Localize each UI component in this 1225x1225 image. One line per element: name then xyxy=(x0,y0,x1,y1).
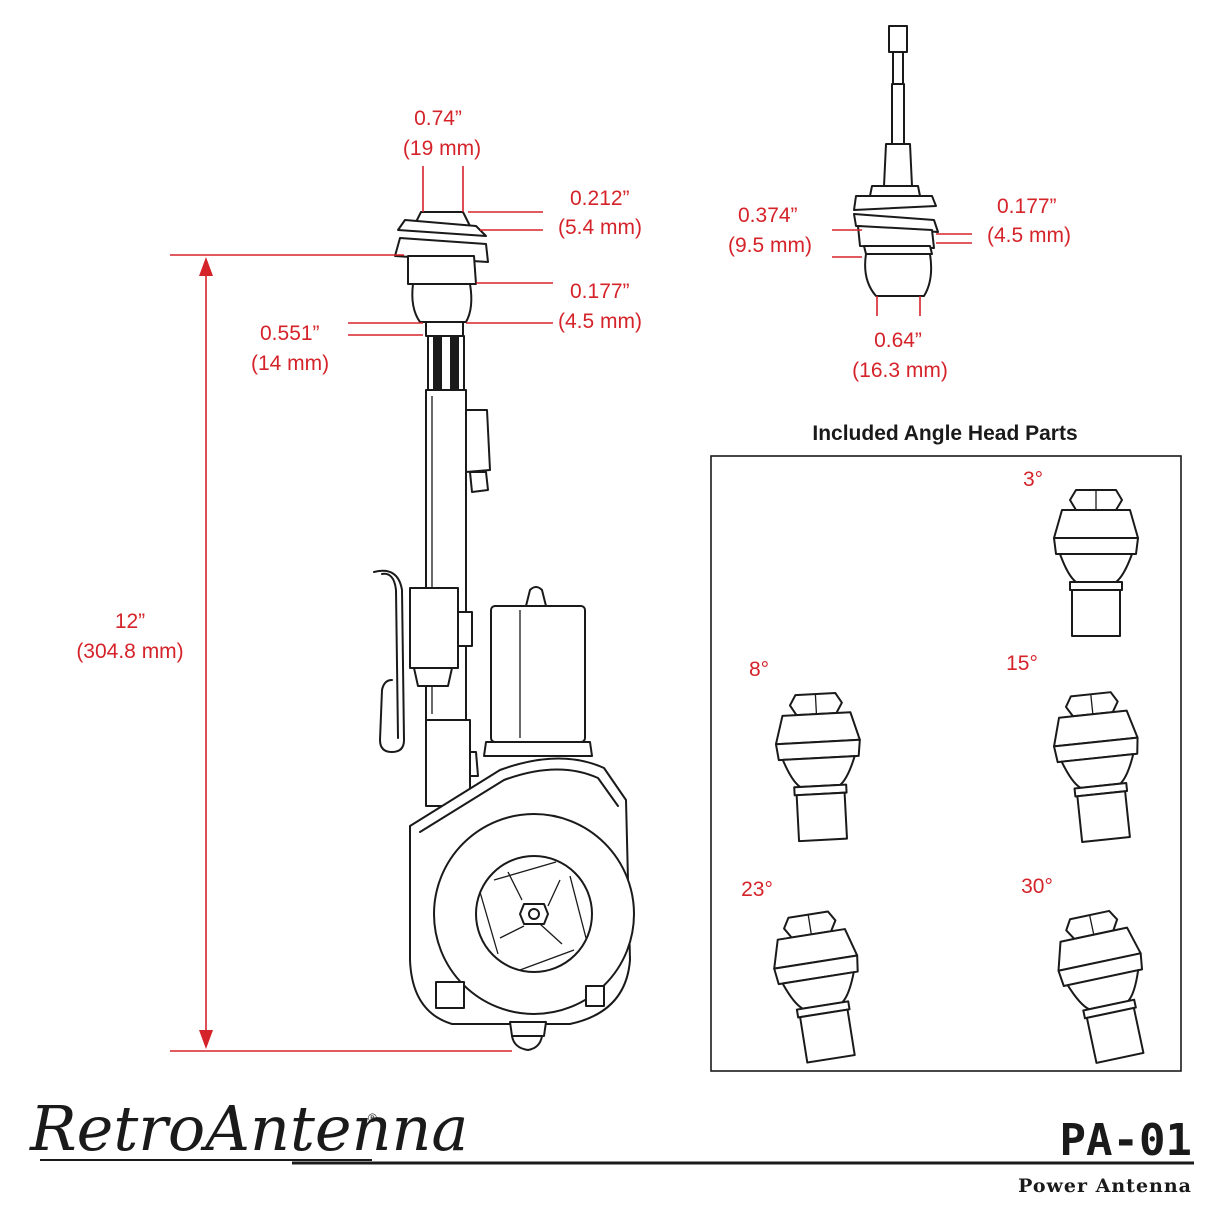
collar-height-inch: 0.177” xyxy=(570,280,630,303)
registered-mark: ® xyxy=(368,1111,377,1125)
head-left-inch: 0.374” xyxy=(738,204,798,227)
angle-label-30: 30° xyxy=(1021,875,1053,898)
total-length-inch: 12” xyxy=(115,610,145,633)
head-bottom-inch: 0.64” xyxy=(874,329,922,352)
head-left-mm: (9.5 mm) xyxy=(728,234,812,257)
top-width-inch: 0.74” xyxy=(414,107,462,130)
angle-head-part-15: 15° xyxy=(1006,652,1149,845)
brand-logo: RetroAntenna ® xyxy=(29,1092,468,1165)
head-right-mm: (4.5 mm) xyxy=(987,224,1071,247)
angle-head-part-3: 3° xyxy=(1023,468,1139,637)
total-length-mm: (304.8 mm) xyxy=(76,640,183,663)
model-number: PA-01 xyxy=(1060,1115,1192,1166)
angle-label-23: 23° xyxy=(741,878,773,901)
nut-height-inch: 0.212” xyxy=(570,187,630,210)
head-dimension-lines xyxy=(832,229,972,316)
base-width-inch: 0.551” xyxy=(260,322,320,345)
head-right-inch: 0.177” xyxy=(997,195,1057,218)
collar-height-mm: (4.5 mm) xyxy=(558,310,642,333)
angle-label-15: 15° xyxy=(1006,652,1038,675)
angle-label-3: 3° xyxy=(1023,468,1043,491)
head-detail-drawing xyxy=(853,25,939,297)
top-width-mm: (19 mm) xyxy=(403,137,481,160)
angle-head-part-30: 30° xyxy=(1021,875,1163,1068)
angle-head-part-8: 8° xyxy=(749,658,866,844)
base-width-mm: (14 mm) xyxy=(251,352,329,375)
main-dimension-lines xyxy=(170,166,553,1052)
parts-panel-title: Included Angle Head Parts xyxy=(812,422,1077,445)
head-bottom-mm: (16.3 mm) xyxy=(852,359,948,382)
angle-label-8: 8° xyxy=(749,658,769,681)
parts-panel-frame xyxy=(710,455,1182,1072)
antenna-drawing xyxy=(373,211,635,1051)
product-name: Power Antenna xyxy=(1018,1175,1192,1197)
angle-head-part-23: 23° xyxy=(741,878,874,1067)
nut-height-mm: (5.4 mm) xyxy=(558,216,642,239)
brand-logo-text: RetroAntenna xyxy=(29,1092,468,1165)
